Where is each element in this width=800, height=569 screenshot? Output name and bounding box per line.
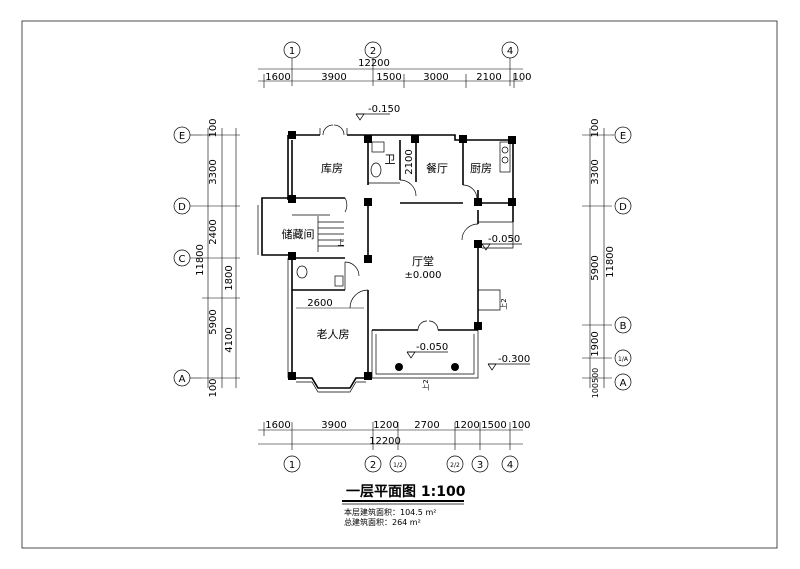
left-dim-4100: 4100 xyxy=(224,327,235,352)
grid-top-1: 1 xyxy=(289,46,295,57)
left-total-dim: 11800 xyxy=(195,244,206,276)
room-elder: 老人房 xyxy=(317,328,350,341)
grid-left-E: E xyxy=(179,131,185,142)
right-dim-5900: 5900 xyxy=(590,255,601,280)
hall-level: ±0.000 xyxy=(404,270,441,281)
left-grid-bubbles: E D C A xyxy=(173,126,216,387)
bottom-dim-5: 1200 xyxy=(454,420,479,431)
stair-up-mark: 上 xyxy=(338,238,345,247)
top-dim-3: 1500 xyxy=(376,72,401,83)
top-total-dim: 12200 xyxy=(358,58,390,69)
grid-right-B: B xyxy=(620,321,627,332)
left-dim-1800: 1800 xyxy=(224,265,235,290)
stair xyxy=(317,216,344,252)
left-dim-5900: 5900 xyxy=(208,309,219,334)
room-dining: 餐厅 xyxy=(426,161,448,175)
room-hall: 厅堂 xyxy=(412,255,434,268)
grid-right-A: A xyxy=(620,378,627,389)
right-dimensions: 100 3300 5900 1900 100500 11800 xyxy=(582,118,616,398)
right-dim-3300: 3300 xyxy=(590,159,601,184)
top-dim-5: 2100 xyxy=(476,72,501,83)
grid-left-D: D xyxy=(178,202,186,213)
right-dim-1900: 1900 xyxy=(590,331,601,356)
bottom-dim-3: 1200 xyxy=(373,420,398,431)
grid-left-C: C xyxy=(179,254,186,265)
room-bathroom: 卫 xyxy=(385,153,396,166)
doors xyxy=(322,124,479,331)
top-dimensions: 12200 1600 3900 1500 3000 2100 100 xyxy=(258,58,532,88)
right-dim-top-100: 100 xyxy=(590,118,601,137)
left-dimensions: 100 3300 2400 1800 4100 100 11800 5900 xyxy=(195,118,240,398)
level-side-entry: -0.050 xyxy=(488,234,520,245)
grid-bottom-2: 2 xyxy=(370,460,376,471)
bottom-dim-2: 3900 xyxy=(321,420,346,431)
bottom-grid-bubbles: 1 2 1/2 2/2 3 4 xyxy=(283,455,519,473)
bottom-dim-6: 1500 xyxy=(481,420,506,431)
grid-top-2: 2 xyxy=(370,46,376,57)
grid-right-1-A: 1/A xyxy=(618,356,629,363)
columns xyxy=(288,131,516,380)
grid-bottom-4: 4 xyxy=(507,460,513,471)
area-note-total: 总建筑面积：264 m² xyxy=(344,517,421,527)
top-dim-6: 100 xyxy=(512,72,531,83)
level-terrace: -0.050 xyxy=(416,342,448,353)
grid-right-D: D xyxy=(619,202,627,213)
left-dim-3300: 3300 xyxy=(208,159,219,184)
drawing-frame xyxy=(21,20,778,549)
left-dim-bottom-100: 100 xyxy=(208,378,219,397)
bottom-dim-7: 100 xyxy=(511,420,530,431)
bottom-total-dim: 12200 xyxy=(369,436,401,447)
grid-bottom-2-2: 2/2 xyxy=(450,462,460,469)
right-grid-bubbles: E D B 1/A A xyxy=(612,126,632,391)
grid-right-E: E xyxy=(620,131,626,142)
top-grid-bubbles: 1 2 4 xyxy=(283,41,519,59)
top-dim-1: 1600 xyxy=(265,72,290,83)
right-dim-100500: 100500 xyxy=(591,368,600,399)
grid-bottom-1: 1 xyxy=(289,460,295,471)
fixtures xyxy=(296,141,511,287)
terrace-step-mark: 上2 xyxy=(421,379,430,390)
level-markers: -0.150 -0.050 -0.050 -0.300 xyxy=(355,104,530,371)
grid-left-A: A xyxy=(179,374,186,385)
top-dim-2: 3900 xyxy=(321,72,346,83)
inner-dim-2100: 2100 xyxy=(404,149,415,174)
area-note-floor: 本层建筑面积：104.5 m² xyxy=(344,507,436,517)
grid-bottom-1-2: 1/2 xyxy=(393,462,403,469)
drawing-title: 一层平面图 1:100 xyxy=(346,484,466,500)
room-storage: 库房 xyxy=(321,162,343,175)
bottom-dim-1: 1600 xyxy=(265,420,290,431)
bottom-dim-4: 2700 xyxy=(414,420,439,431)
right-total-dim: 11800 xyxy=(605,246,616,278)
bottom-dimensions: 1600 3900 1200 2700 1200 1500 100 12200 xyxy=(258,420,531,450)
level-terrace-outer: -0.300 xyxy=(498,354,530,365)
room-store-closet: 储藏间 xyxy=(282,227,315,241)
inner-dim-2600: 2600 xyxy=(307,298,332,309)
level-entry-top: -0.150 xyxy=(368,104,400,115)
grid-bottom-3: 3 xyxy=(477,460,483,471)
left-dim-top-100: 100 xyxy=(208,118,219,137)
room-kitchen: 厨房 xyxy=(470,162,492,175)
top-dim-4: 3000 xyxy=(423,72,448,83)
side-step-mark: 上2 xyxy=(499,298,508,309)
grid-top-4: 4 xyxy=(507,46,513,57)
left-dim-2400: 2400 xyxy=(208,219,219,244)
